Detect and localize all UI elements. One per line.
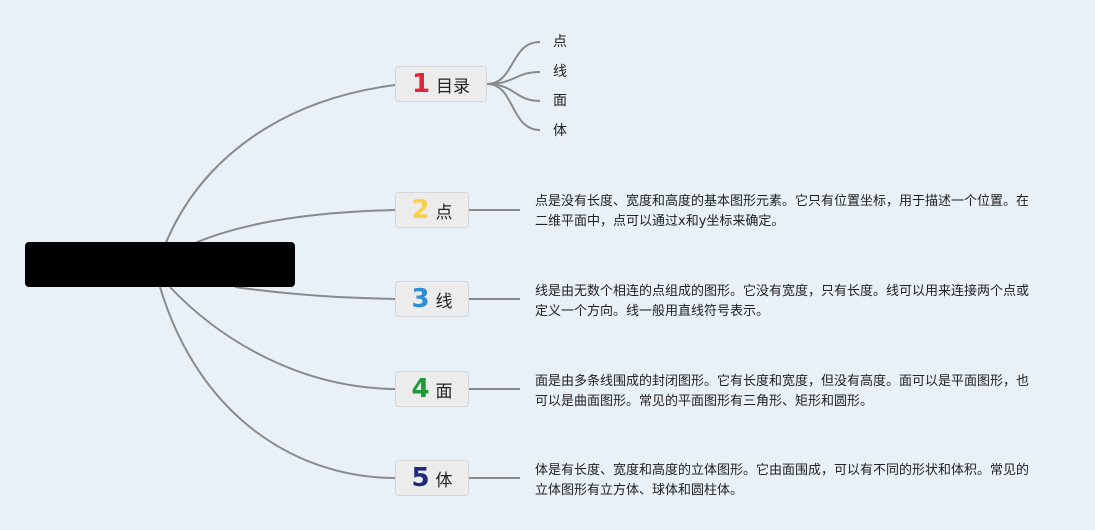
root-node-redacted[interactable] <box>25 242 295 287</box>
node-label: 点 <box>435 202 453 223</box>
toc-leaf-solid[interactable]: 体 <box>553 123 567 139</box>
node-label: 面 <box>435 381 453 402</box>
link-root-toc <box>164 84 396 246</box>
link-root-solid <box>159 286 396 479</box>
node-toc[interactable]: 1 目录 <box>395 66 487 102</box>
node-label: 目录 <box>436 76 471 97</box>
link-toc-leaf-4 <box>486 83 541 131</box>
link-root-surface <box>169 286 396 390</box>
description-surface: 面是由多条线围成的封闭图形。它有长度和宽度，但没有高度。面可以是平面图形，也可以… <box>535 374 1030 409</box>
node-label: 体 <box>435 470 453 491</box>
number-badge: 2 <box>411 195 430 225</box>
link-root-point <box>194 209 396 244</box>
number-badge: 4 <box>411 374 430 404</box>
toc-leaf-point[interactable]: 点 <box>553 34 567 50</box>
link-toc-leaf-1 <box>486 41 541 85</box>
description-solid: 体是有长度、宽度和高度的立体图形。它由面围成，可以有不同的形状和体积。常见的立体… <box>535 463 1030 498</box>
link-root-line <box>234 286 396 300</box>
description-line: 线是由无数个相连的点组成的图形。它没有宽度，只有长度。线可以用来连接两个点或定义… <box>535 284 1030 319</box>
node-solid[interactable]: 5 体 <box>395 460 469 496</box>
description-point: 点是没有长度、宽度和高度的基本图形元素。它只有位置坐标，用于描述一个位置。在二维… <box>535 194 1030 229</box>
node-line[interactable]: 3 线 <box>395 281 469 317</box>
toc-leaf-line[interactable]: 线 <box>553 64 567 80</box>
toc-leaf-surface[interactable]: 面 <box>553 93 567 109</box>
number-badge: 5 <box>411 463 430 493</box>
number-badge: 1 <box>411 69 431 99</box>
node-label: 线 <box>435 291 453 312</box>
number-badge: 3 <box>411 284 430 314</box>
node-point[interactable]: 2 点 <box>395 192 469 228</box>
node-surface[interactable]: 4 面 <box>395 371 469 407</box>
